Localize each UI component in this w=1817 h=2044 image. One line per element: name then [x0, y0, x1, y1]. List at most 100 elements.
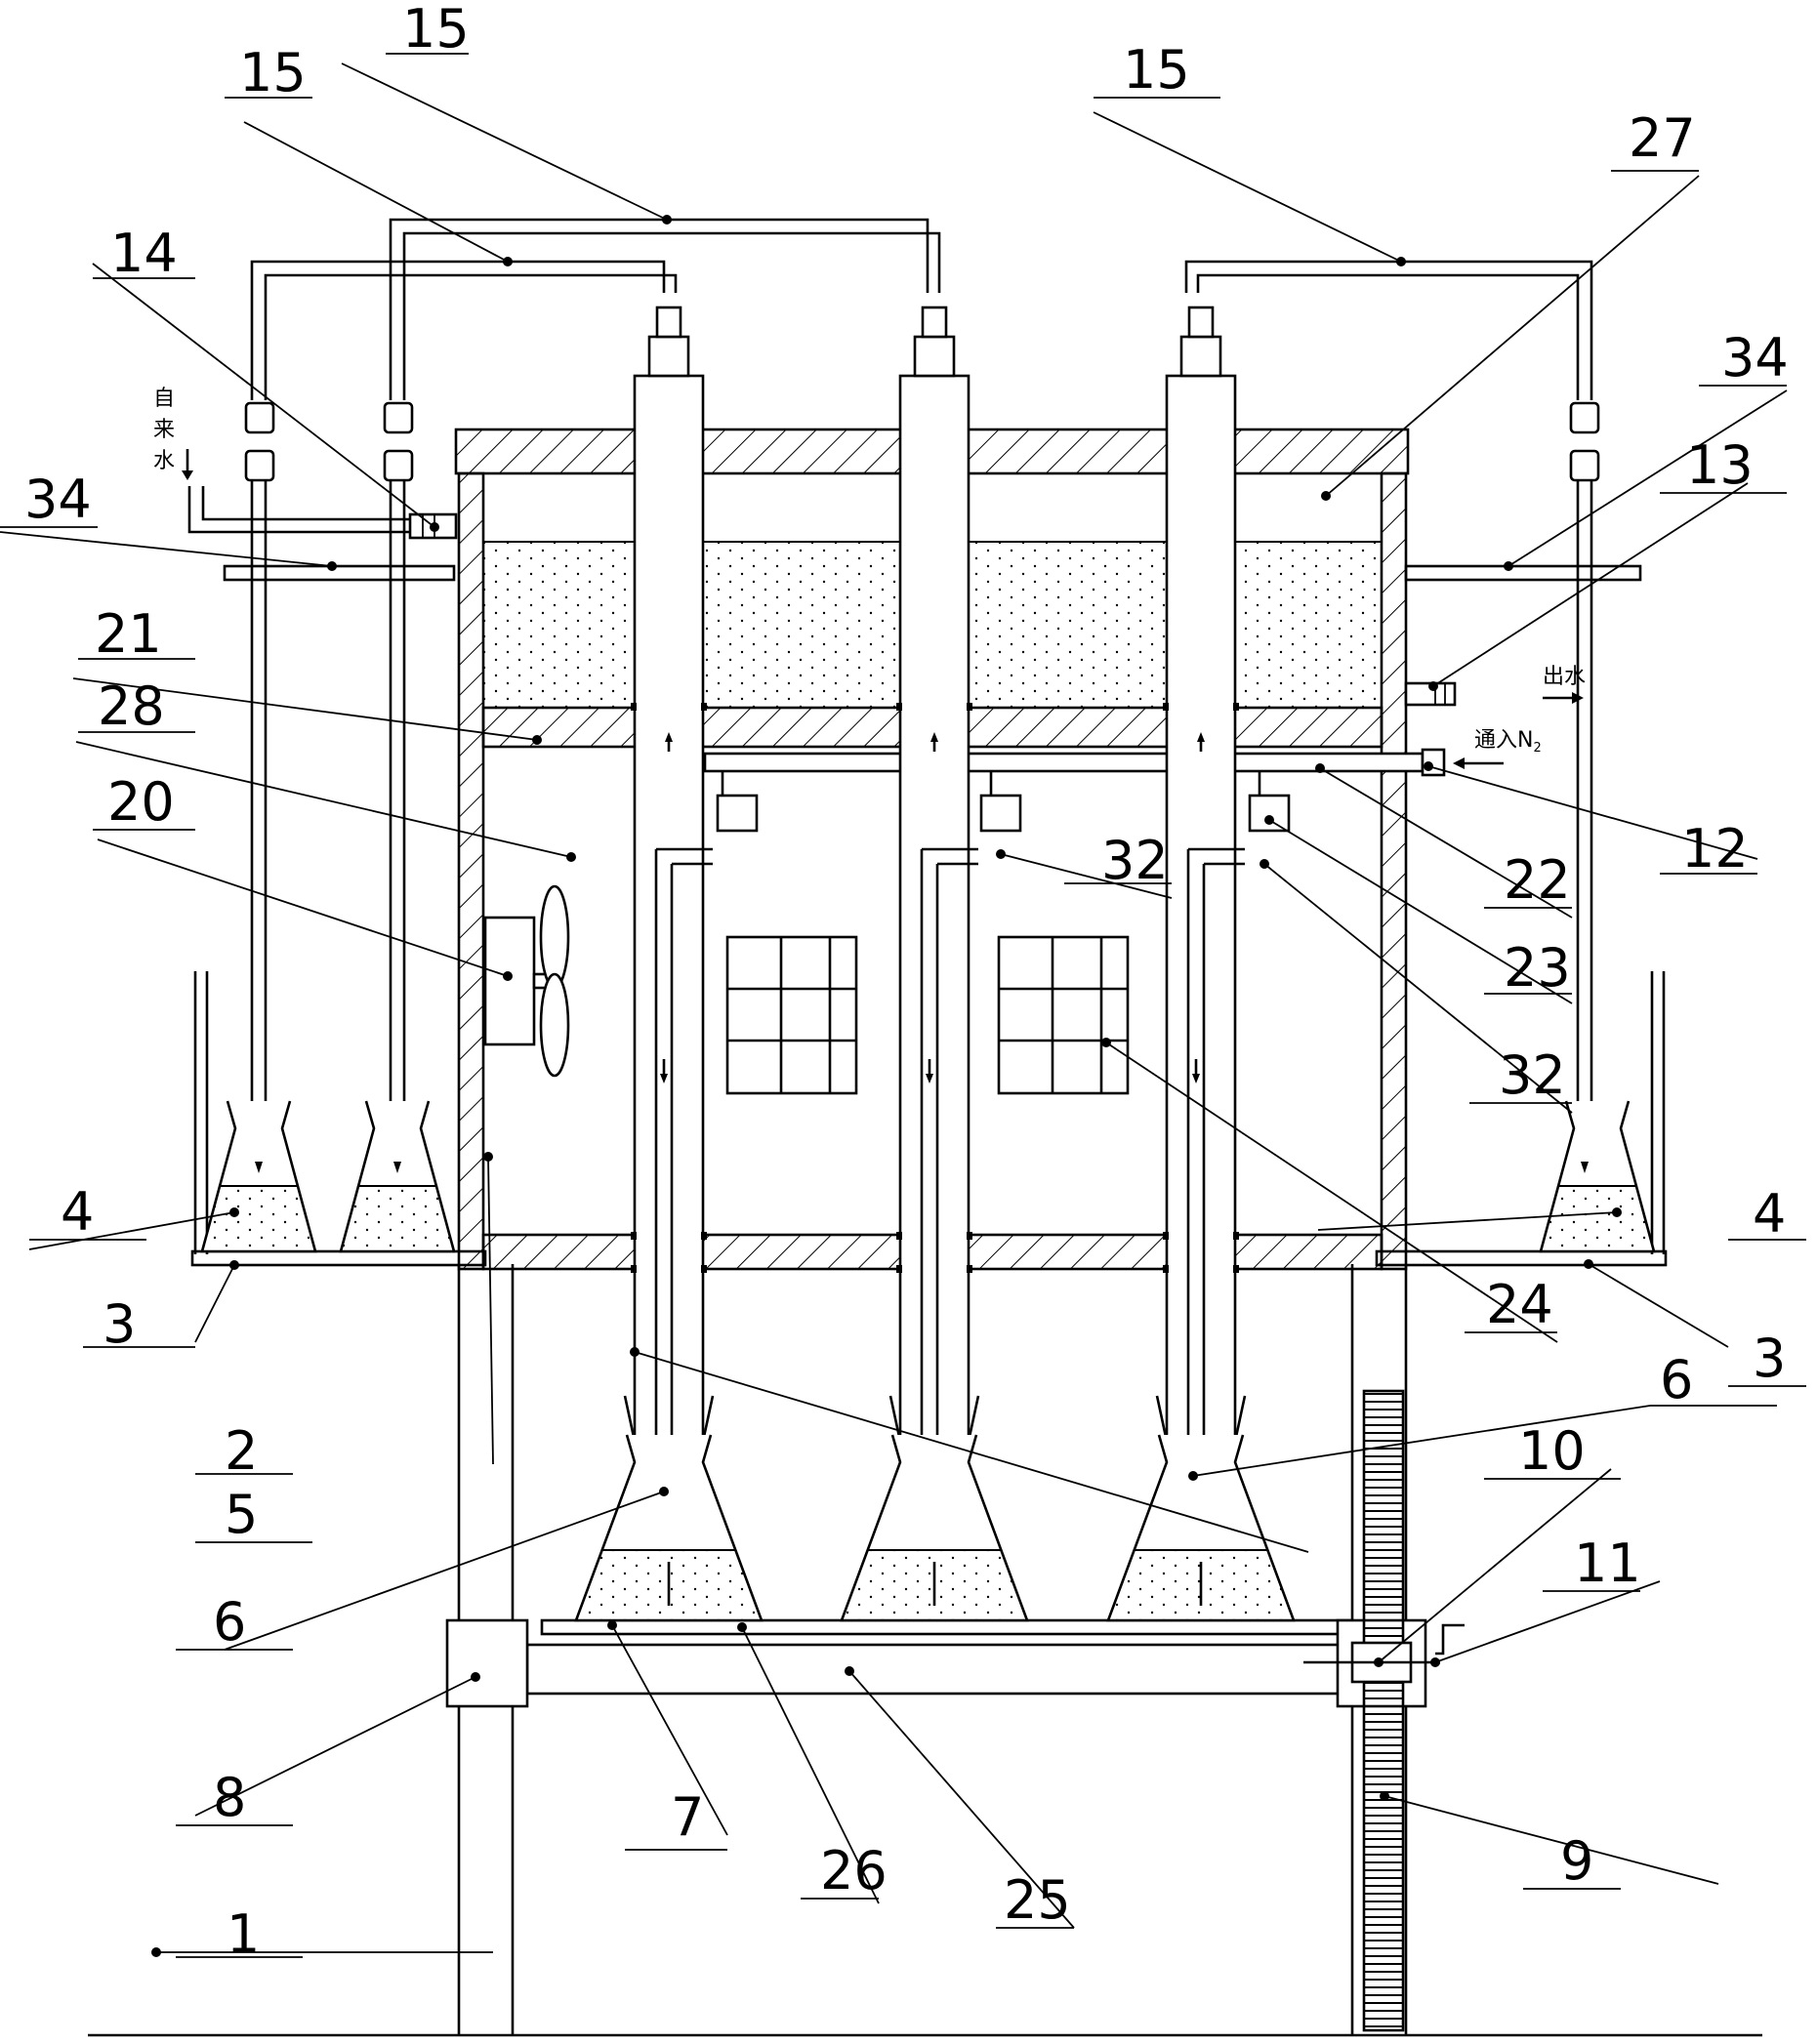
reaction-flasks — [574, 1434, 1296, 1622]
n2-inlet-arrow — [1453, 757, 1504, 769]
leader-dot — [229, 1207, 239, 1217]
leader-dot — [1188, 1471, 1198, 1481]
column-nozzle — [1187, 306, 1215, 339]
leader-dot — [566, 852, 576, 862]
leader-line — [741, 1626, 880, 1904]
lift-platform — [445, 1618, 1427, 1708]
tap-water-text-3: 水 — [153, 449, 175, 473]
seal — [1233, 1265, 1239, 1273]
side-shelves — [190, 971, 1668, 1267]
label-15-c: 15 — [1123, 39, 1190, 101]
leader-dot — [1396, 257, 1406, 266]
label-20: 20 — [107, 771, 175, 833]
leader-line — [1192, 1405, 1651, 1477]
leader-dot — [996, 849, 1006, 859]
outlet-text: 出水 — [1543, 665, 1586, 689]
flask-liquid — [339, 1185, 456, 1252]
label-12: 12 — [1681, 818, 1749, 879]
column-cap — [1179, 335, 1222, 378]
observation-windows — [725, 935, 1130, 1095]
seal — [1163, 703, 1169, 711]
label-3-left: 3 — [103, 1293, 136, 1355]
flow-arrow-head — [660, 1074, 668, 1083]
leader-line — [243, 121, 509, 263]
leader-dot — [430, 522, 439, 532]
reactor-columns — [623, 306, 1247, 1581]
column-nozzle — [655, 306, 682, 339]
leader-line — [1383, 1795, 1719, 1885]
leader-line — [97, 838, 509, 977]
leader-line — [1378, 1468, 1612, 1663]
callouts — [0, 53, 1806, 1958]
seal — [967, 703, 972, 711]
leader-line — [1319, 767, 1573, 919]
leader-dot — [471, 1672, 480, 1682]
label-11: 11 — [1574, 1533, 1641, 1594]
leader-line — [1093, 111, 1402, 263]
leader-dot — [1315, 763, 1325, 773]
flow-arrow-head — [1581, 1162, 1589, 1173]
leader-line — [1317, 1211, 1618, 1231]
leader-dot — [503, 971, 513, 981]
leader-dot — [630, 1347, 640, 1357]
label-15-a: 15 — [239, 42, 307, 103]
leader-line — [634, 1351, 1309, 1553]
label-9: 9 — [1560, 1830, 1593, 1892]
label-3-right: 3 — [1753, 1328, 1786, 1389]
tap-water-text-2: 来 — [153, 418, 175, 442]
leader-line — [1268, 819, 1573, 1004]
leader-dot — [1504, 561, 1513, 571]
leader-line — [75, 741, 572, 858]
tap-water-text-1: 自 — [153, 387, 175, 411]
label-26: 26 — [820, 1840, 888, 1901]
seal — [701, 703, 707, 711]
column-cap — [647, 335, 690, 378]
seal — [701, 1265, 707, 1273]
seal — [896, 1265, 902, 1273]
label-24: 24 — [1486, 1274, 1553, 1335]
reactor-column — [898, 374, 970, 1466]
seal — [631, 1232, 637, 1240]
label-2: 2 — [225, 1420, 258, 1482]
leader-line — [1263, 863, 1573, 1114]
seal — [1163, 1265, 1169, 1273]
leader-line — [224, 1491, 665, 1651]
flask-liquid — [200, 1185, 317, 1252]
flow-arrow-head — [926, 1074, 933, 1083]
leader-dot — [1428, 681, 1438, 691]
leader-dot — [737, 1622, 747, 1632]
label-layer: 1 2 3 3 4 4 5 6 6 7 8 9 10 11 12 13 14 1… — [24, 0, 1789, 1965]
leader-line — [28, 1211, 235, 1250]
label-27: 27 — [1629, 107, 1696, 169]
leader-line — [848, 1670, 1075, 1929]
leader-line — [1000, 853, 1173, 899]
label-28: 28 — [98, 675, 165, 737]
n2-inlet-text: 通入N2 — [1474, 728, 1542, 756]
leader-dot — [659, 1487, 669, 1496]
leader-line — [487, 1156, 494, 1465]
leader-line — [1434, 1580, 1661, 1663]
column-nozzle — [921, 306, 948, 339]
leader-line — [194, 1264, 235, 1343]
leader-line — [1432, 482, 1749, 687]
leader-dot — [1430, 1657, 1440, 1667]
label-4-left: 4 — [61, 1181, 94, 1243]
leader-dot — [1264, 815, 1274, 825]
label-6-left: 6 — [213, 1591, 246, 1653]
label-14: 14 — [110, 223, 178, 284]
leader-dot — [532, 735, 542, 745]
seal — [967, 1232, 972, 1240]
leader-line — [1105, 1042, 1558, 1343]
flow-arrow-head — [1192, 1074, 1200, 1083]
label-10: 10 — [1518, 1420, 1586, 1482]
leader-dot — [1612, 1207, 1622, 1217]
leader-dot — [1321, 491, 1331, 501]
label-7: 7 — [671, 1786, 704, 1848]
leader-dot — [1260, 859, 1269, 869]
leader-line — [0, 531, 333, 567]
leader-line — [341, 62, 668, 221]
leader-dot — [503, 257, 513, 266]
reactor-column — [633, 374, 705, 1466]
nitrogen-manifold — [703, 748, 1446, 833]
